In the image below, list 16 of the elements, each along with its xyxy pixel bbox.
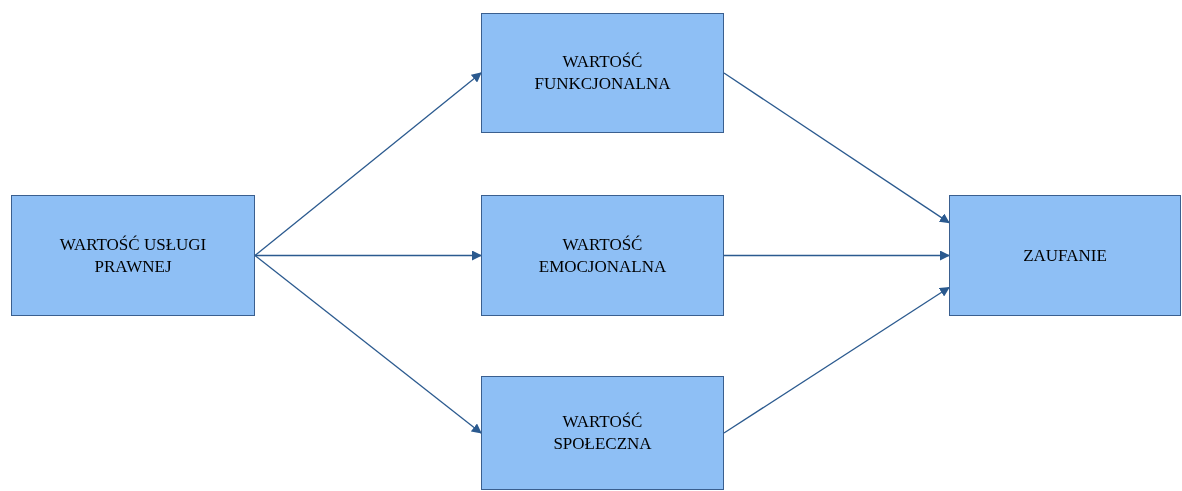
arrow	[254, 254, 482, 434]
arrow	[723, 72, 950, 224]
process-box	[481, 376, 724, 490]
box-label: WARTOŚĆ FUNKCJONALNA	[533, 51, 672, 95]
process-box	[481, 195, 724, 316]
arrow	[723, 250, 950, 261]
process-box	[481, 13, 724, 133]
box-label: ZAUFANIE	[1023, 244, 1107, 267]
arrow	[254, 72, 482, 257]
box-label: WARTOŚĆ SPOŁECZNA	[552, 411, 653, 455]
process-box	[949, 195, 1181, 316]
arrow	[254, 250, 482, 261]
arrow	[723, 286, 950, 434]
box-label: WARTOŚĆ EMOCJONALNA	[537, 233, 668, 278]
process-box	[11, 195, 255, 316]
box-label: WARTOŚĆ USŁUGI PRAWNEJ	[58, 233, 208, 278]
